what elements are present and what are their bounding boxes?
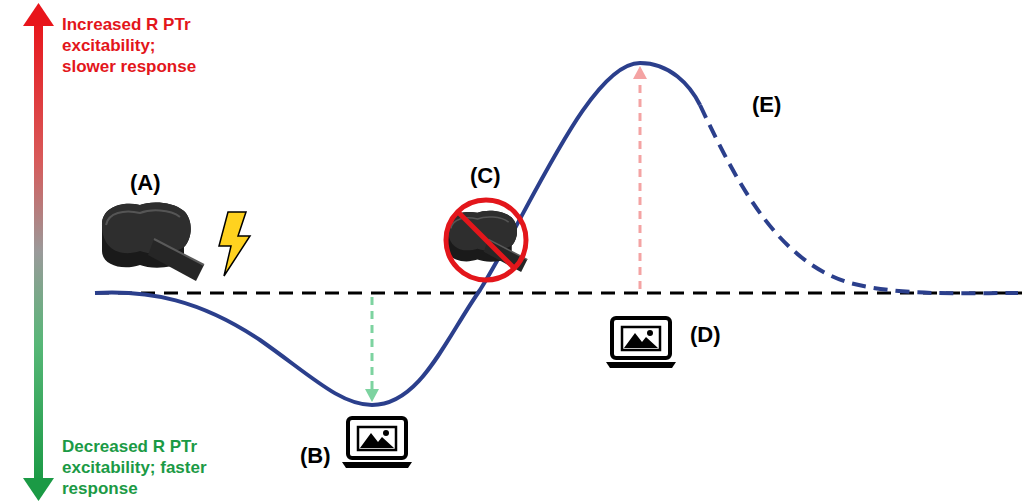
axis-arrowhead — [23, 3, 54, 26]
decrease-arrow — [371, 297, 374, 392]
laptop-icon — [606, 318, 676, 368]
stage-label: (C) — [470, 163, 501, 189]
stage-label: (E) — [752, 92, 781, 118]
laptop-icon — [342, 418, 412, 468]
baseline — [95, 292, 1022, 295]
stage-label: (B) — [300, 443, 331, 469]
axis-bar — [34, 22, 43, 482]
increase-arrowhead — [633, 66, 647, 79]
axis-arrowhead — [23, 478, 54, 501]
increase-arrow — [639, 76, 642, 289]
excitability-curve — [95, 63, 700, 405]
axis-label: Decreased R PTr excitability; faster res… — [62, 436, 212, 499]
excitability-curve-projected — [700, 105, 1018, 293]
stage-label: (A) — [130, 170, 161, 196]
stage-label: (D) — [690, 322, 721, 348]
decrease-arrowhead — [365, 389, 379, 402]
axis-label: Increased R PTr excitability; slower res… — [62, 14, 212, 77]
lightning-bolt — [219, 212, 250, 276]
tms-coil — [102, 203, 204, 281]
no-stimulation-symbol — [446, 200, 527, 280]
